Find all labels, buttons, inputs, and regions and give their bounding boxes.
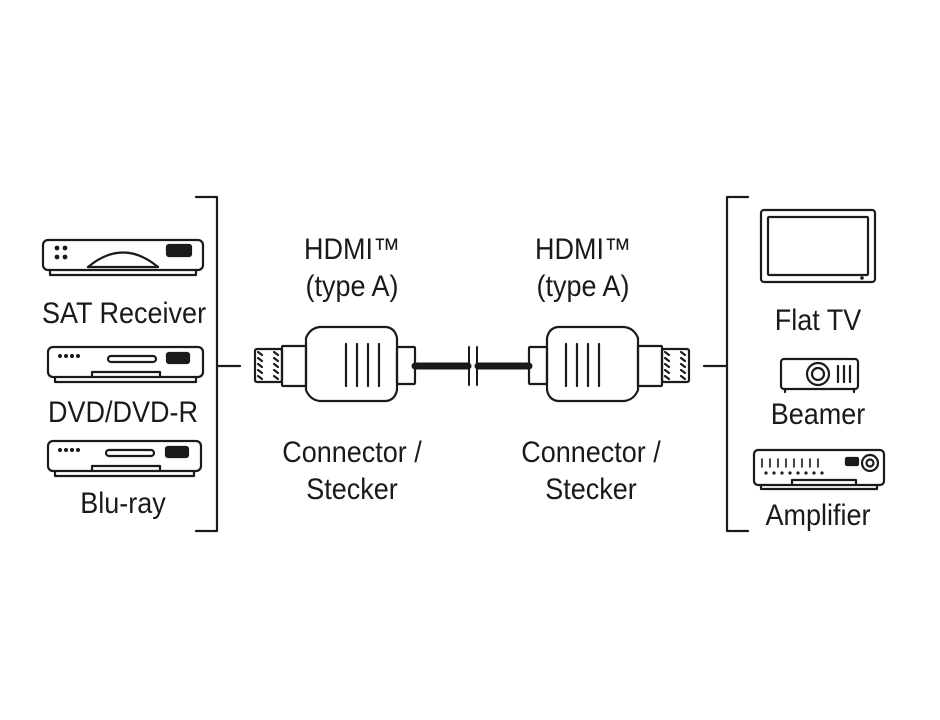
connector-left-type-line2: (type A) <box>305 270 399 303</box>
left-bracket <box>194 195 242 533</box>
sat-receiver-label: SAT Receiver <box>42 297 207 330</box>
bluray-player-icon <box>46 439 203 478</box>
connector-right-type-line2: (type A) <box>536 270 630 303</box>
dvd-label: DVD/DVD-R <box>47 396 198 429</box>
connector-right-type-line1: HDMI™ <box>535 233 631 266</box>
connector-right-name-line1: Connector / <box>521 436 661 469</box>
right-bracket <box>702 195 750 533</box>
beamer-label: Beamer <box>770 398 866 431</box>
bluray-label: Blu-ray <box>80 487 166 520</box>
sat-receiver-icon <box>41 238 205 277</box>
dvd-player-icon <box>46 345 205 384</box>
hdmi-cable <box>411 346 533 386</box>
flat-tv-label: Flat TV <box>774 304 862 337</box>
amplifier-label: Amplifier <box>765 499 871 532</box>
connector-left-type-line1: HDMI™ <box>304 233 400 266</box>
hdmi-connector-left <box>253 325 417 403</box>
hdmi-connector-right <box>527 325 691 403</box>
connector-left-name-line2: Stecker <box>306 473 398 506</box>
flat-tv-icon <box>759 208 877 284</box>
projector-icon <box>779 357 860 394</box>
amplifier-icon <box>752 448 886 491</box>
connector-right-name-line2: Stecker <box>545 473 637 506</box>
connector-left-name-line1: Connector / <box>282 436 422 469</box>
